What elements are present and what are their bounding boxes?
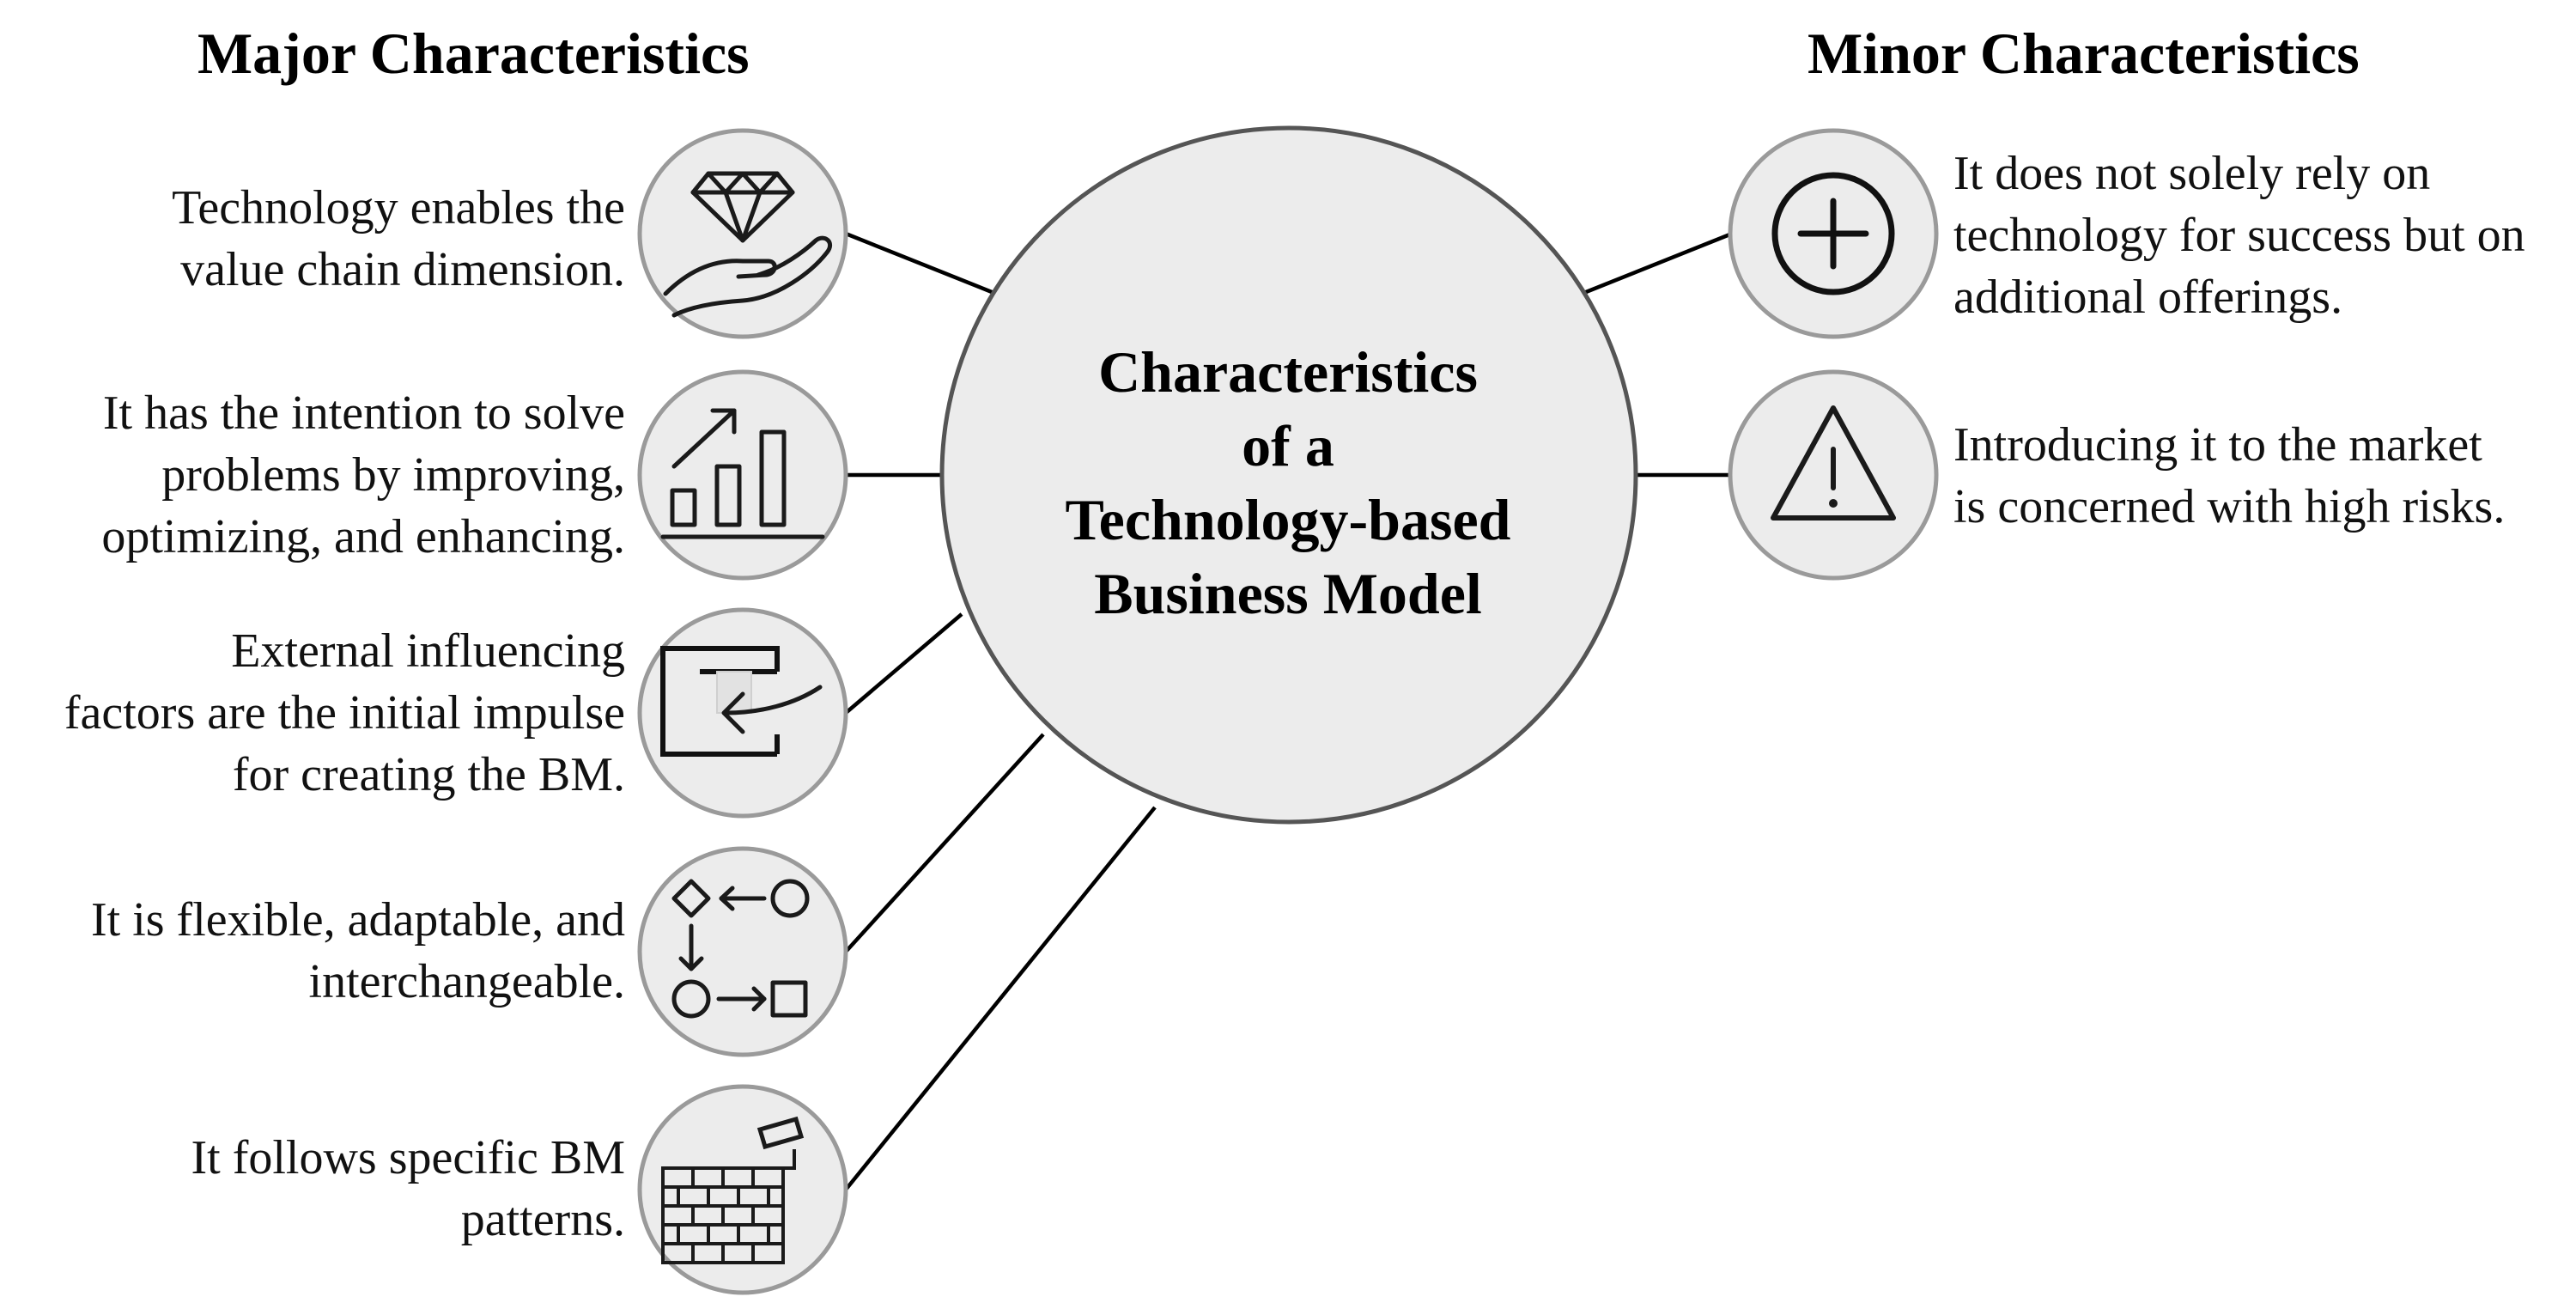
connector-major-1 <box>845 231 997 296</box>
warning-triangle-icon <box>1771 405 1896 521</box>
heading-minor: Minor Characteristics <box>1807 21 2360 86</box>
diamond-hand-icon <box>663 171 833 318</box>
heading-major: Major Characteristics <box>197 21 750 86</box>
major-text-3: External influencing factors are the ini… <box>64 624 625 801</box>
connector-minor-1 <box>1581 231 1733 296</box>
center-title: Characteristics of a Technology-based Bu… <box>1065 339 1511 626</box>
process-flow-icon <box>671 879 810 1019</box>
minor-text-1: It does not solely rely on technology fo… <box>1953 147 2525 324</box>
center-circle <box>939 125 1638 825</box>
node-major-2 <box>637 369 848 581</box>
major-text-1: Technology enables the value chain dimen… <box>172 181 625 296</box>
connector-major-5 <box>844 806 1157 1191</box>
node-major-4 <box>637 846 848 1057</box>
major-text-5: It follows specific BM patterns. <box>191 1131 625 1246</box>
node-major-1 <box>637 128 848 339</box>
connector-major-3 <box>844 612 963 715</box>
major-text-2: It has the intention to solve problems b… <box>101 387 625 563</box>
plus-circle-icon <box>1771 172 1895 295</box>
brick-wall-icon <box>661 1116 805 1264</box>
enter-arrow-icon <box>660 646 823 757</box>
minor-text-2: Introducing it to the market is concerne… <box>1953 418 2506 533</box>
growth-chart-icon <box>660 408 825 539</box>
major-text-4: It is flexible, adaptable, and interchan… <box>91 893 625 1008</box>
connector-major-4 <box>844 733 1045 953</box>
